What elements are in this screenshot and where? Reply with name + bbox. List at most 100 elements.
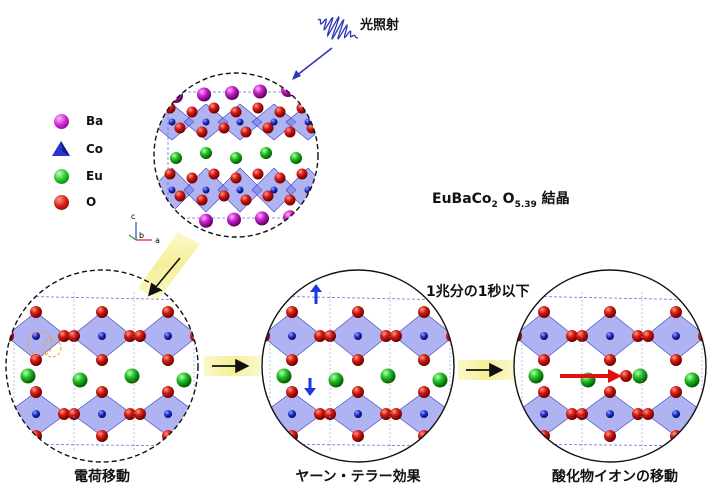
ba-atom: [337, 80, 351, 94]
top-crystal: [154, 79, 409, 229]
o-atom: [240, 194, 252, 206]
o-atom: [262, 408, 270, 420]
o-atom: [670, 386, 682, 398]
o-atom: [96, 386, 108, 398]
eu-atom: [528, 368, 544, 384]
o-atom: [670, 306, 682, 318]
co-atom: [354, 332, 362, 340]
co-atom: [98, 332, 106, 340]
light-wave-path: [317, 15, 358, 40]
o-atom: [314, 330, 326, 342]
stage-3-outline: [513, 269, 707, 463]
zoom-arrow: [147, 257, 181, 297]
legend-label-co: Co: [86, 142, 104, 156]
o-atom: [96, 430, 108, 442]
o-atom: [162, 386, 174, 398]
legend-item-o: O: [50, 192, 96, 212]
legend-label-eu: Eu: [86, 169, 103, 183]
co-octahedron-icon: [50, 139, 72, 159]
eu-atom: [290, 152, 302, 164]
o-atom: [418, 386, 430, 398]
ba-atom: [365, 79, 379, 93]
ba-atom: [283, 210, 297, 225]
jt-arrow-up-head: [310, 284, 322, 292]
o-atom: [190, 330, 198, 342]
eu-atom: [200, 147, 212, 159]
co-atom: [168, 118, 176, 126]
charge-transfer-marker: [27, 331, 53, 357]
o-atom: [395, 123, 406, 134]
co-octahedron: [320, 168, 364, 212]
o-atom: [208, 168, 220, 180]
o-atom: [284, 126, 296, 138]
ba-atom: [395, 205, 409, 219]
co-atom: [164, 332, 172, 340]
co-atom: [672, 332, 680, 340]
o-atom: [363, 173, 374, 184]
eu-atom: [276, 368, 292, 384]
co-octahedron: [354, 104, 398, 140]
o-atom: [352, 354, 364, 366]
eu-atom: [432, 372, 448, 388]
highlight-beams: [138, 232, 514, 380]
o-atom: [351, 123, 362, 134]
ba-atom: [281, 83, 295, 97]
eu-atom: [328, 372, 344, 388]
co-atom: [339, 187, 346, 194]
o-atom: [208, 102, 220, 114]
o-atom: [538, 354, 550, 366]
o-atom: [124, 408, 136, 420]
o-atom: [380, 330, 392, 342]
axis-a-label: a: [155, 236, 160, 245]
eu-atom: [260, 147, 272, 159]
light-pulse-icon: [317, 15, 358, 40]
eu-atom: [684, 372, 700, 388]
o-atom: [373, 127, 384, 138]
co-atom: [164, 410, 172, 418]
stage-1-outline: [5, 269, 199, 463]
co-atom: [202, 186, 210, 194]
co-atom: [373, 119, 380, 126]
eu-atom: [20, 368, 36, 384]
o-atom: [352, 306, 364, 318]
o-atom: [319, 173, 330, 184]
co-atom: [420, 332, 428, 340]
eu-atom: [170, 152, 182, 164]
ba-atom: [253, 84, 267, 99]
co-atom: [339, 119, 346, 126]
ba-atom: [309, 81, 318, 96]
o-atom: [373, 195, 384, 206]
eu-atom-icon: [50, 166, 72, 186]
o-atom: [240, 126, 252, 138]
jt-arrow-down-head: [304, 388, 316, 396]
co-atom: [168, 186, 176, 194]
o-atom: [341, 169, 352, 180]
o-atom: [162, 306, 174, 318]
stage-3-caption: 酸化物イオンの移動: [552, 469, 678, 485]
o-atom: [186, 106, 198, 118]
eu-atom: [230, 152, 242, 164]
o-atom: [604, 354, 616, 366]
eu-atom: [350, 152, 362, 164]
stage-2-outline: [261, 269, 455, 463]
o-atom: [58, 330, 70, 342]
legend-item-eu: Eu: [50, 166, 103, 186]
light-arrow-head: [292, 70, 301, 80]
o-atom: [319, 107, 330, 118]
light-arrow: [295, 47, 333, 77]
co-octahedron: [354, 168, 398, 212]
o-atom: [134, 330, 146, 342]
o-atom: [96, 306, 108, 318]
co-atom: [32, 332, 40, 340]
o-atom: [363, 107, 374, 118]
o-atom: [329, 195, 340, 206]
o-atom: [196, 194, 208, 206]
o-atom: [262, 190, 274, 202]
o-atom: [134, 408, 146, 420]
stage-crystal-inner: [262, 284, 454, 450]
unit-cell-edges: [167, 91, 318, 229]
o-atom: [446, 408, 454, 420]
o-atom: [604, 386, 616, 398]
o-atom: [96, 354, 108, 366]
